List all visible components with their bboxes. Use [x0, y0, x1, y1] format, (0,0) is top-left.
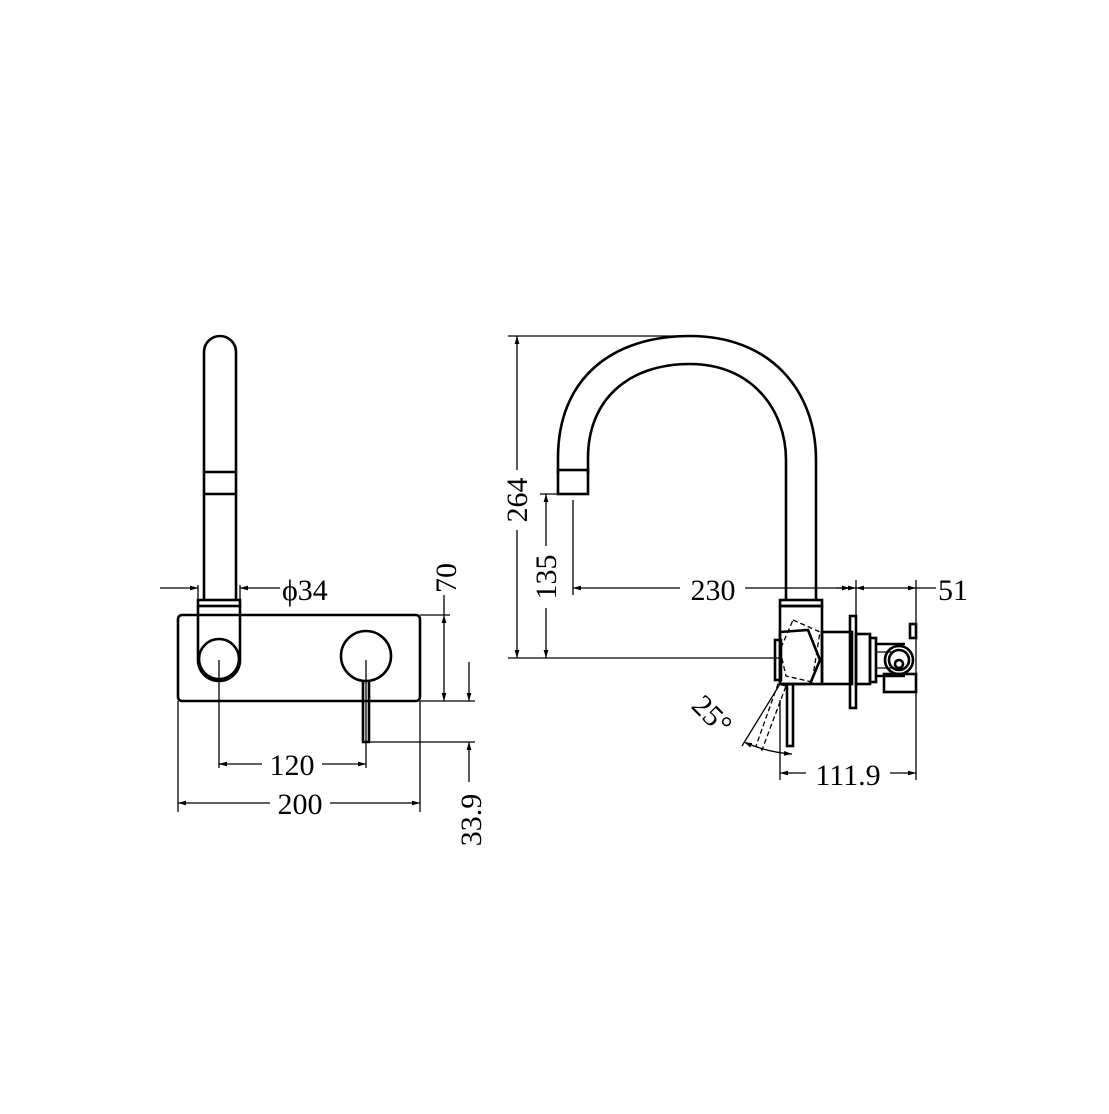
dim-spout-reach: 230 [691, 574, 736, 607]
front-view: ϕ34 120 200 70 33.9 [160, 334, 488, 847]
gooseneck-spout [556, 334, 818, 600]
wall-plate [176, 613, 422, 703]
dim-centres: 120 [270, 749, 315, 782]
dim-plate-width: 200 [278, 788, 323, 821]
dim-spout-diameter: ϕ34 [282, 574, 328, 607]
dim-plate-height: 70 [430, 563, 463, 593]
dim-lever-angle: 25° [685, 689, 738, 742]
lever-handle-side [785, 682, 795, 748]
spout-front [202, 334, 238, 600]
dim-lever-below: 33.9 [455, 794, 488, 847]
dim-wall-projection: 51 [938, 574, 968, 607]
dim-body-depth: 111.9 [815, 759, 880, 792]
dim-overall-height: 264 [501, 478, 534, 523]
dim-outlet-height: 135 [530, 555, 563, 600]
side-view: 264 135 230 51 111.9 25° [501, 334, 968, 792]
